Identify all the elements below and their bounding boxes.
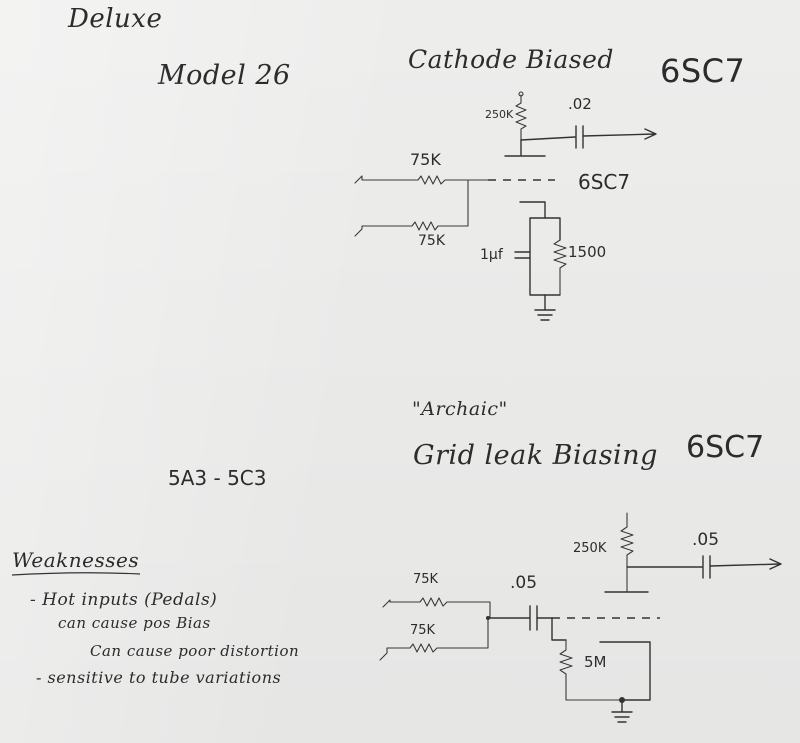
input-cap-2: [529, 605, 538, 631]
grid-tube-label-1: 6SC7: [578, 170, 631, 194]
cathode-biased-title: Cathode Biased: [408, 45, 614, 74]
cathode-network-1: [529, 217, 561, 296]
weaknesses-heading: Weaknesses: [12, 548, 140, 572]
tube-label-1: 6SC7: [660, 52, 746, 90]
grid-leak-title: Grid leak Biasing: [413, 440, 658, 471]
plate-resistor-2-label: 250K: [573, 541, 607, 556]
input-wire-1a: [354, 175, 471, 185]
plate-resistor-1-label: 250K: [485, 108, 514, 121]
tube-label-2: 6SC7: [686, 430, 765, 465]
header-title: Deluxe: [68, 4, 163, 34]
grid-leak-resistor-label: 5M: [584, 653, 607, 671]
cathode-resistor-1: [553, 239, 567, 296]
weakness-line-3: Can cause poor distortion: [90, 642, 300, 660]
coupling-cap-2-label: .05: [692, 530, 720, 550]
input-wire-1b: [354, 179, 489, 237]
input-resistor-2a-label: 75K: [413, 572, 439, 587]
output-arrow-1: [582, 128, 657, 140]
coupling-cap-2: [702, 555, 711, 579]
cathode-resistor-label: 1500: [568, 243, 607, 261]
cathode-cap-label: 1μf: [480, 247, 503, 263]
plate-resistor-1: [515, 94, 527, 141]
cathode-biased-circuit: [354, 91, 657, 321]
weakness-line-1: - Hot inputs (Pedals): [30, 590, 218, 610]
input-wire-2a: [382, 597, 491, 619]
output-wire-1: [520, 136, 576, 141]
input-resistor-1b-label: 75K: [418, 233, 445, 249]
coupling-cap-1-label: .02: [568, 95, 592, 113]
rectifier-label: 5A3 - 5C3: [168, 466, 267, 490]
archaic-label: "Archaic": [412, 398, 508, 420]
ground-node-2: [619, 697, 625, 703]
input-cap-2-label: .05: [510, 573, 538, 593]
coupling-cap-1: [575, 125, 584, 149]
model-label: Model 26: [158, 60, 291, 91]
input-resistor-2b-label: 75K: [410, 623, 436, 638]
output-arrow-2: [709, 558, 782, 570]
weaknesses-underline: [11, 572, 141, 576]
ground-1: [534, 294, 556, 321]
b-plus-terminal-1: [518, 91, 524, 97]
plate-resistor-2: [620, 512, 634, 593]
cathode-cap-1: [514, 251, 531, 259]
weakness-line-2: can cause pos Bias: [58, 614, 211, 632]
tube-cathode-1: [519, 201, 546, 219]
input-resistor-1a-label: 75K: [410, 150, 441, 169]
ground-2: [611, 699, 633, 723]
grid-wire-2: [551, 617, 567, 641]
tube-cathode-2: [599, 641, 651, 701]
input-junction-node: [486, 616, 490, 620]
weakness-line-4: - sensitive to tube variations: [36, 668, 282, 687]
